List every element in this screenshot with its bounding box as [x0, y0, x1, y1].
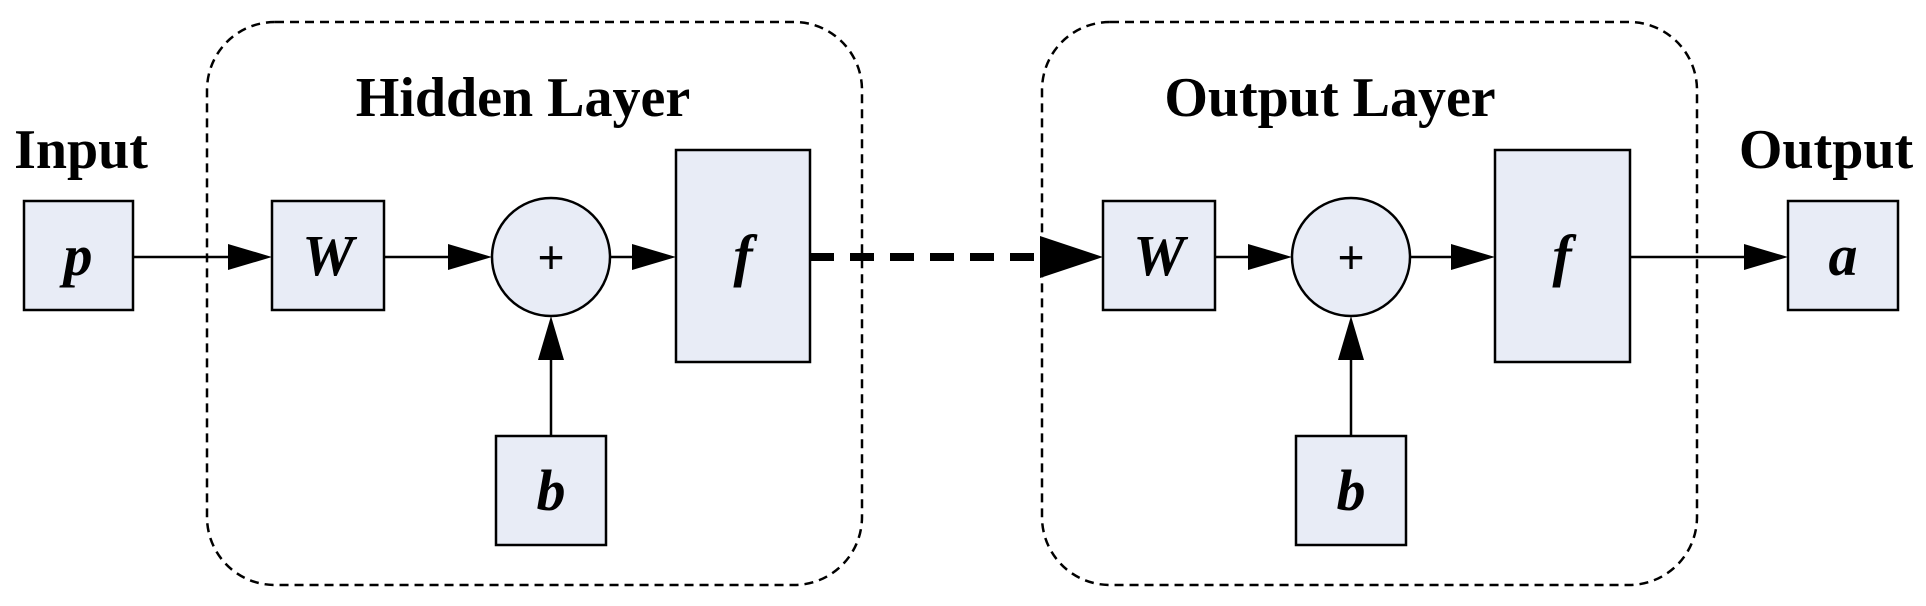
output-sum-node: +: [1290, 196, 1412, 318]
output-a-label: a: [1829, 223, 1858, 288]
hidden-function-node: f: [674, 148, 812, 364]
function-to-output-arrowhead: [1744, 244, 1788, 270]
output-layer-title: Output Layer: [1164, 67, 1495, 129]
input-p-label: p: [59, 223, 93, 288]
output-sum-label: +: [1338, 231, 1365, 283]
hidden-weight-node: W: [270, 199, 386, 312]
input-p-node: p: [22, 199, 135, 312]
bias-to-sum-arrowhead: [538, 316, 564, 360]
output-a-node: a: [1786, 199, 1900, 312]
output-weight-node: W: [1101, 199, 1217, 312]
output-label: Output: [1739, 119, 1914, 181]
output-sum-to-function-arrowhead: [1451, 244, 1495, 270]
hidden-layer-title: Hidden Layer: [356, 67, 690, 129]
output-bias-to-sum-arrowhead: [1338, 316, 1364, 360]
hidden-weight-label: W: [302, 223, 357, 288]
output-bias-node: b: [1294, 434, 1408, 547]
input-to-weight-arrowhead: [228, 244, 272, 270]
output-bias-label: b: [1337, 458, 1366, 523]
weight-to-sum-arrowhead: [448, 244, 492, 270]
output-weight-label: W: [1133, 223, 1188, 288]
output-layer-group: [1040, 20, 1699, 587]
output-weight-to-sum-arrowhead: [1248, 244, 1292, 270]
hidden-sum-label: +: [538, 231, 565, 283]
sum-to-function-arrowhead: [632, 244, 676, 270]
hidden-layer-group: [205, 20, 864, 587]
hidden-bias-node: b: [494, 434, 608, 547]
output-function-node: f: [1493, 148, 1632, 364]
hidden-bias-label: b: [537, 458, 566, 523]
hidden-sum-node: +: [490, 196, 612, 318]
input-label: Input: [14, 119, 148, 181]
layer-link-arrowhead: [1040, 236, 1103, 278]
